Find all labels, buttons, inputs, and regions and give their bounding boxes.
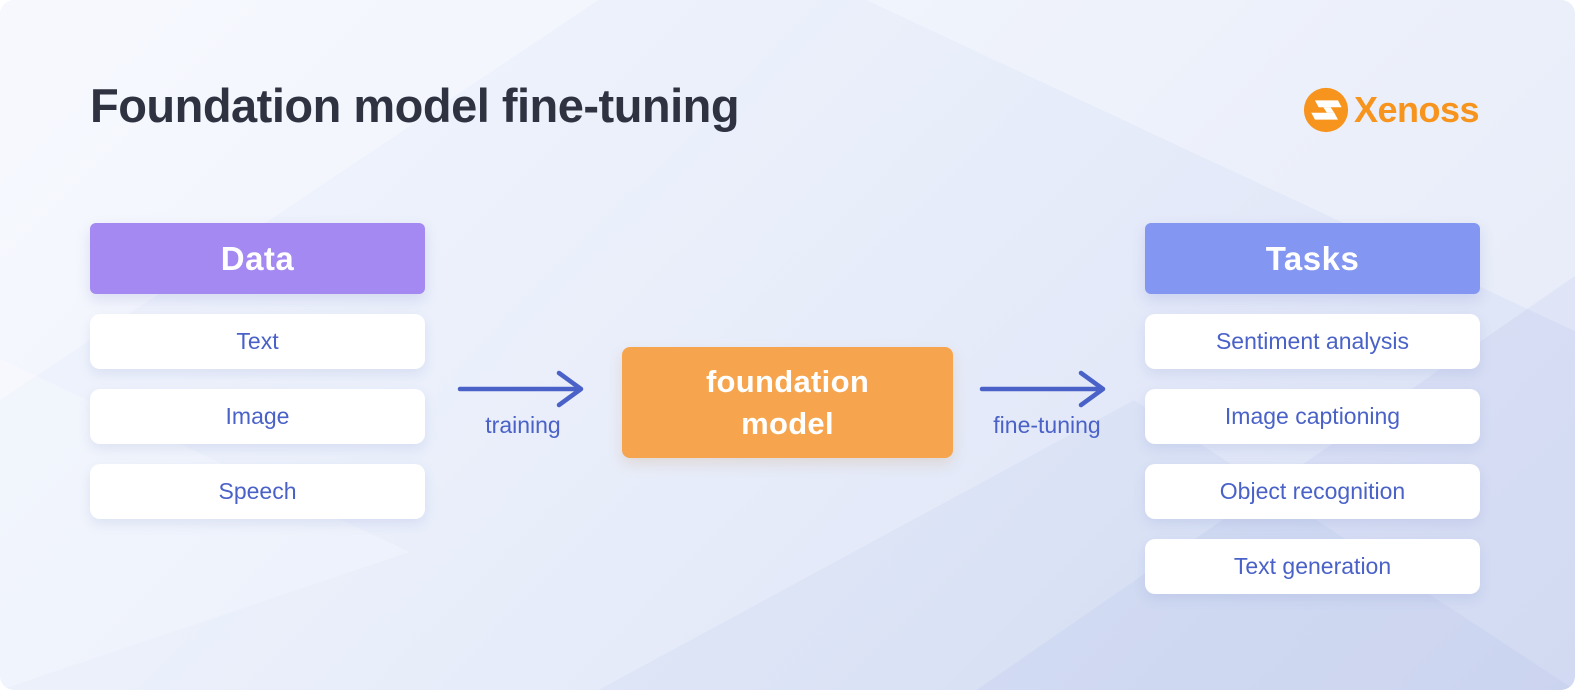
fine-tuning-arrow-icon	[979, 370, 1106, 408]
xenoss-logo-icon	[1303, 87, 1349, 133]
tasks-column: Tasks Sentiment analysis Image captionin…	[1145, 223, 1480, 594]
data-column-header: Data	[90, 223, 425, 294]
xenoss-logo: Xenoss	[1303, 87, 1480, 133]
foundation-model-label: foundation model	[705, 363, 870, 441]
data-item-image: Image	[90, 389, 425, 444]
fine-tuning-arrow-label: fine-tuning	[993, 412, 1101, 438]
training-arrow-label: training	[485, 412, 561, 438]
foundation-model-node: foundation model	[622, 347, 953, 458]
data-column: Data Text Image Speech	[90, 223, 425, 519]
data-item-speech: Speech	[90, 464, 425, 519]
task-item-text-generation: Text generation	[1145, 539, 1480, 594]
page-title: Foundation model fine-tuning	[90, 79, 740, 132]
task-item-object-recognition: Object recognition	[1145, 464, 1480, 519]
tasks-column-header: Tasks	[1145, 223, 1480, 294]
training-arrow-icon	[457, 370, 584, 408]
task-item-sentiment-analysis: Sentiment analysis	[1145, 314, 1480, 369]
task-item-image-captioning: Image captioning	[1145, 389, 1480, 444]
xenoss-logo-text: Xenoss	[1354, 89, 1480, 130]
data-item-text: Text	[90, 314, 425, 369]
